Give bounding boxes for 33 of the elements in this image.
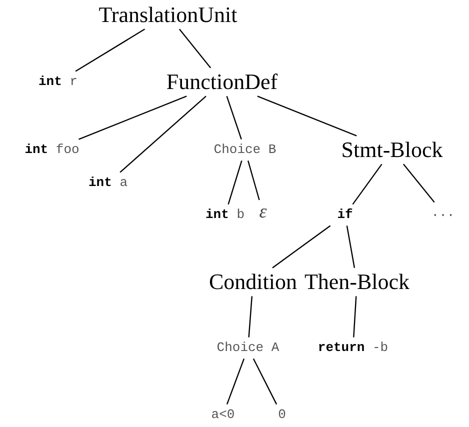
- tree-edge: [403, 164, 435, 203]
- tree-edge: [228, 160, 242, 204]
- tree-edge: [272, 225, 331, 268]
- tree-edge: [346, 226, 356, 268]
- tree-edge: [257, 96, 357, 136]
- tree-edge: [226, 358, 245, 404]
- tree-edge: [252, 358, 278, 405]
- tree-edge: [178, 28, 212, 68]
- tree-edge: [247, 160, 260, 200]
- tree-edge: [353, 296, 357, 338]
- tree-edge: [120, 96, 206, 173]
- code-label: int foo: [22, 142, 82, 158]
- code-label: int r: [36, 74, 80, 90]
- code-label: 0: [276, 406, 288, 424]
- code-label: a<0: [209, 406, 237, 424]
- code-label: ...: [429, 204, 457, 222]
- code-label: Choice B: [212, 142, 278, 158]
- code-label: int b: [204, 206, 246, 224]
- tree-edge: [78, 96, 187, 140]
- node-label: FunctionDef: [164, 68, 280, 96]
- tree-edge: [75, 28, 146, 72]
- tree-edge: [226, 96, 242, 140]
- tree-edge: [352, 164, 382, 205]
- node-label: TranslationUnit: [96, 2, 240, 28]
- node-label: Then-Block: [302, 268, 412, 296]
- symbol-label: ε: [257, 202, 269, 224]
- code-label: Choice A: [214, 340, 282, 356]
- node-label: Stmt-Block: [339, 136, 445, 164]
- code-label: return -b: [316, 340, 390, 356]
- code-label: int a: [86, 174, 130, 192]
- node-label: Condition: [207, 268, 299, 296]
- keyword-label: if: [335, 206, 355, 224]
- tree-edge: [248, 296, 253, 338]
